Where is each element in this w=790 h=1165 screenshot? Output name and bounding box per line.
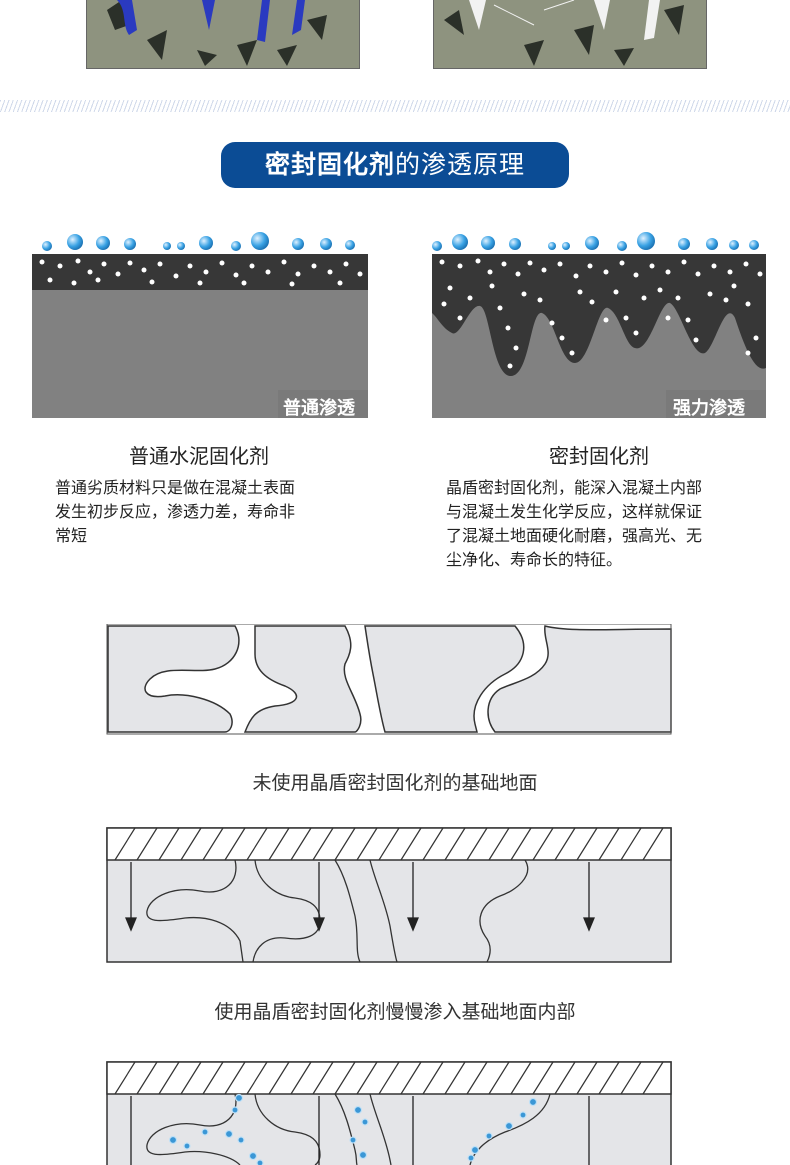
strong-penetration-illustration [432,232,766,418]
penetrating-floor-caption: 使用晶盾密封固化剂慢慢渗入基础地面内部 [214,1001,576,1023]
description-line: 与混凝土发生化学反应，这样就保证 [446,502,703,521]
description-line: 了混凝土地面硬化耐磨，强高光、无 [446,526,703,545]
top-photo-left-graphic [87,0,359,68]
section-title-bold: 密封固化剂 [264,150,395,179]
section-title: 密封固化剂的渗透原理 [221,142,569,188]
untreated-floor-diagram [106,624,672,735]
normal-penetration-illustration [32,232,368,418]
sealer-heading: 密封固化剂 [549,444,649,468]
top-photo-right-graphic [434,0,706,68]
description-line: 常短 [55,526,88,545]
description-line: 晶盾密封固化剂，能深入混凝土内部 [446,478,703,497]
penetrating-floor-diagram [106,827,672,963]
sealer-description: 晶盾密封固化剂，能深入混凝土内部 与混凝土发生化学反应，这样就保证 了混凝土地面… [446,476,776,572]
untreated-floor-caption: 未使用晶盾密封固化剂的基础地面 [252,772,538,794]
normal-sealer-description: 普通劣质材料只是做在混凝土表面 发生初步反应，渗透力差，寿命非 常短 [55,476,355,548]
description-line: 普通劣质材料只是做在混凝土表面 [55,478,296,497]
reacting-floor-diagram [106,1061,672,1165]
top-photo-left [86,0,360,69]
section-title-light: 的渗透原理 [395,150,526,179]
normal-sealer-heading: 普通水泥固化剂 [129,444,269,468]
description-line: 尘净化、寿命长的特征。 [446,550,623,569]
normal-penetration-badge: 普通渗透 [283,398,355,419]
top-photo-right [433,0,707,69]
decorative-divider [0,100,790,112]
description-line: 发生初步反应，渗透力差，寿命非 [55,502,296,521]
strong-penetration-badge: 强力渗透 [673,398,745,419]
